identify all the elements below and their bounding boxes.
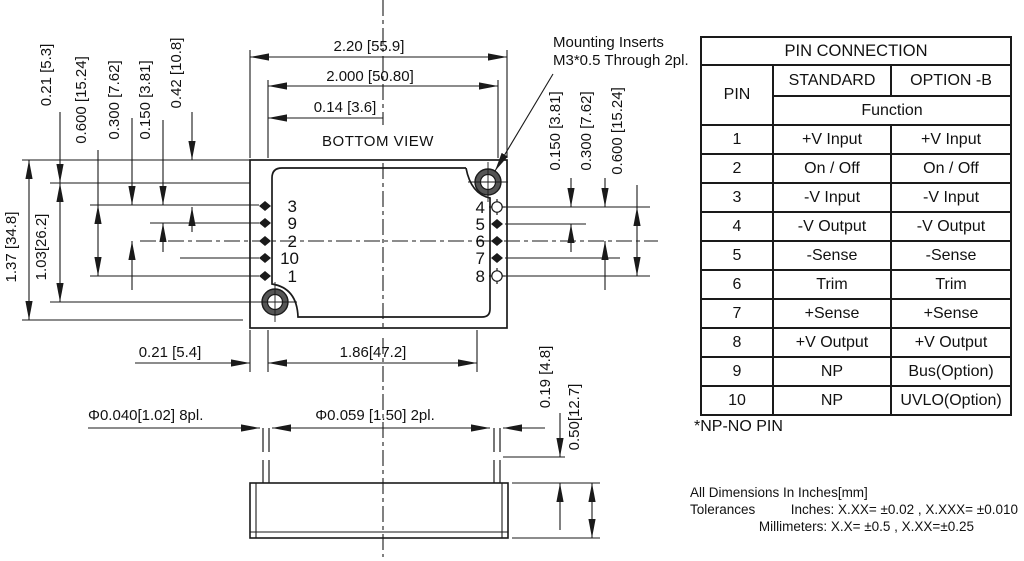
standard-cell: +Sense (772, 298, 892, 329)
tolerance-notes: All Dimensions In Inches[mm] Tolerances … (690, 484, 1018, 535)
dim-top-inner-width: 2.000 [50.80] (326, 68, 414, 85)
option-cell: On / Off (889, 153, 1013, 184)
dim-height-inner: 1.03[26.2] (33, 214, 50, 281)
option-cell: Trim (889, 269, 1013, 300)
mounting-insert-bottom-left (50, 282, 297, 322)
standard-cell: -V Output (772, 211, 892, 242)
pin-cell: 6 (700, 269, 774, 300)
dim-top-outer-width: 2.20 [55.9] (334, 38, 405, 55)
tolerances-label: Tolerances (690, 502, 756, 517)
dim-pin-dia-large: Φ0.059 [1.50] 2pl. (315, 407, 435, 424)
option-cell: Bus(Option) (889, 356, 1013, 387)
right-pin-row (489, 199, 505, 284)
table-row: 4 -V Output -V Output (700, 211, 1013, 242)
standard-cell: -V Input (772, 182, 892, 213)
mounting-note-line1: Mounting Inserts (553, 34, 664, 51)
pin-cell: 4 (700, 211, 774, 242)
standard-cell: On / Off (772, 153, 892, 184)
dim-height-outer: 1.37 [34.8] (3, 212, 20, 283)
side-view-pins (262, 428, 501, 483)
option-cell: +V Input (889, 124, 1013, 155)
dim-left-span2: 0.300 [7.62] (106, 60, 123, 139)
pin-label-7: 7 (476, 249, 485, 268)
col-header-standard: STANDARD (772, 64, 892, 97)
pin-connection-table: PIN CONNECTION PIN STANDARD OPTION -B Fu… (699, 36, 1013, 416)
table-row: 10 NP UVLO(Option) (700, 385, 1013, 416)
standard-cell: Trim (772, 269, 892, 300)
pin-cell: 2 (700, 153, 774, 184)
function-header: Function (771, 95, 1013, 126)
pin-cell: 1 (700, 124, 774, 155)
pin-cell: 9 (700, 356, 774, 387)
table-row: 2 On / Off On / Off (700, 153, 1013, 184)
pin-cell: 8 (700, 327, 774, 358)
dim-pin-dia-small: Φ0.040[1.02] 8pl. (88, 407, 203, 424)
mounting-insert-top-right (468, 162, 508, 202)
dim-pin-standoff: 0.19 [4.8] (537, 346, 554, 409)
dim-left-top-offset: 0.42 [10.8] (168, 38, 185, 109)
option-cell: -V Output (889, 211, 1013, 242)
pin-label-1: 1 (288, 267, 297, 286)
pin-label-2: 2 (288, 232, 297, 251)
table-row: 3 -V Input -V Input (700, 182, 1013, 213)
standard-cell: +V Output (772, 327, 892, 358)
dim-left-span1: 0.150 [3.81] (137, 60, 154, 139)
standard-cell: +V Input (772, 124, 892, 155)
pin-label-4: 4 (476, 198, 485, 217)
dim-right-span1: 0.150 [3.81] (547, 91, 564, 170)
dim-right-span2: 0.300 [7.62] (578, 91, 595, 170)
table-row: 9 NP Bus(Option) (700, 356, 1013, 387)
pin-label-5: 5 (476, 215, 485, 234)
table-row: 1 +V Input +V Input (700, 124, 1013, 155)
standard-cell: NP (772, 385, 892, 416)
pin-cell: 10 (700, 385, 774, 416)
module-side-view (249, 428, 509, 539)
standard-cell: -Sense (772, 240, 892, 271)
module-body-bottom-view (249, 159, 508, 329)
pin-cell: 5 (700, 240, 774, 271)
pin-cell: 3 (700, 182, 774, 213)
col-header-option-b: OPTION -B (889, 64, 1013, 97)
col-header-pin: PIN (700, 64, 774, 126)
mounting-note-line2: M3*0.5 Through 2pl. (553, 52, 689, 69)
dim-left-span4: 0.600 [15.24] (73, 56, 90, 144)
dim-right-span4: 0.600 [15.24] (609, 87, 626, 175)
pin-number-labels: 3 9 2 10 1 4 5 6 7 8 (280, 197, 485, 286)
option-cell: -Sense (889, 240, 1013, 271)
dim-bottom-span: 1.86[47.2] (340, 344, 407, 361)
dim-bottom-left-offset: 0.21 [5.4] (139, 344, 202, 361)
option-cell: -V Input (889, 182, 1013, 213)
pin-label-3: 3 (288, 197, 297, 216)
left-pin-row (259, 201, 271, 281)
tolerance-inches-value: Inches: X.XX= ±0.02 , X.XXX= ±0.010 (790, 502, 1018, 517)
view-title: BOTTOM VIEW (322, 133, 434, 150)
table-row: 7 +Sense +Sense (700, 298, 1013, 329)
dim-left-edge-offset: 0.21 [5.3] (38, 44, 55, 107)
tolerance-inches-line: Tolerances Inches: X.XX= ±0.02 , X.XXX= … (690, 501, 1018, 518)
standard-cell: NP (772, 356, 892, 387)
option-cell: +Sense (889, 298, 1013, 329)
dim-case-height: 0.50[12.7] (566, 384, 583, 451)
pin-label-10: 10 (280, 249, 299, 268)
dimensions-note: All Dimensions In Inches[mm] (690, 485, 868, 500)
tolerance-mm-line: Millimeters: X.X= ±0.5 , X.XX=±0.25 (758, 519, 974, 534)
table-row: 5 -Sense -Sense (700, 240, 1013, 271)
table-row: 8 +V Output +V Output (700, 327, 1013, 358)
option-cell: +V Output (889, 327, 1013, 358)
pin-label-9: 9 (288, 214, 297, 233)
pin-label-6: 6 (476, 232, 485, 251)
dimension-lines (25, 53, 641, 538)
table-row: 6 Trim Trim (700, 269, 1013, 300)
pin-table-title: PIN CONNECTION (699, 36, 1013, 66)
dim-top-offset: 0.14 [3.6] (314, 99, 377, 116)
pin-label-8: 8 (476, 267, 485, 286)
option-cell: UVLO(Option) (889, 385, 1013, 416)
pin-cell: 7 (700, 298, 774, 329)
np-footnote: *NP-NO PIN (694, 418, 783, 435)
